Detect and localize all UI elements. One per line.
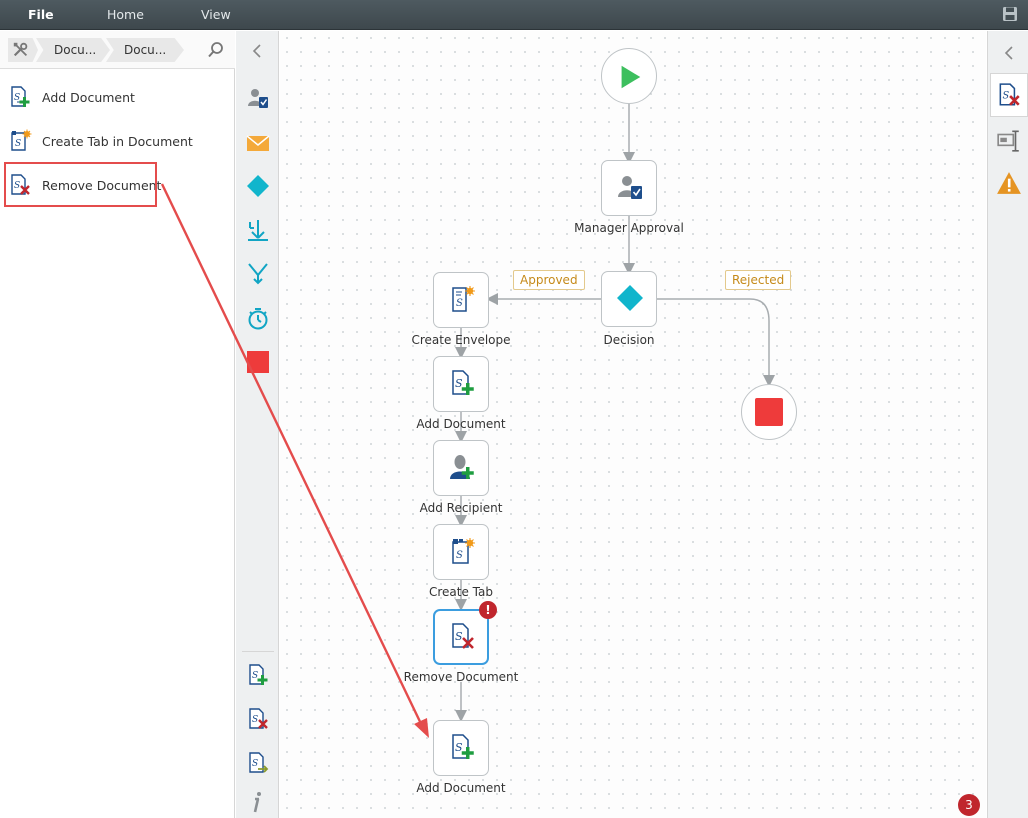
- tools-icon: [13, 42, 28, 57]
- remove-document-icon[interactable]: S: [996, 82, 1022, 108]
- issue-count-badge[interactable]: 3: [958, 794, 980, 816]
- stop-icon[interactable]: [246, 350, 270, 374]
- remove-document-icon[interactable]: S: [246, 707, 270, 731]
- workflow-canvas[interactable]: Manager Approval Decision Approved Rejec…: [280, 31, 986, 818]
- merge-icon[interactable]: [246, 262, 270, 286]
- create-envelope-icon: S: [452, 286, 475, 312]
- add-document-icon: S: [11, 86, 30, 107]
- svg-text:S: S: [456, 550, 463, 561]
- annotation-highlight-box: [4, 162, 157, 207]
- action-label: Create Tab in Document: [42, 133, 193, 149]
- node-label: Create Envelope: [411, 333, 511, 347]
- svg-text:S: S: [14, 181, 20, 191]
- node-label: Manager Approval: [574, 221, 684, 235]
- error-badge[interactable]: !: [479, 601, 497, 619]
- edge-label-approved: Approved: [513, 270, 585, 290]
- edge-label-rejected: Rejected: [725, 270, 792, 290]
- add-document-icon: S: [452, 734, 474, 759]
- svg-text:S: S: [455, 630, 463, 643]
- node-remove-document[interactable]: S: [433, 609, 489, 665]
- start-icon: [621, 65, 641, 89]
- breadcrumb-item-1[interactable]: Docu...: [36, 38, 110, 62]
- node-add-document[interactable]: S: [433, 720, 489, 776]
- svg-text:S: S: [456, 298, 463, 309]
- workflow-connectors: [455, 104, 775, 722]
- approval-user-icon: [618, 176, 642, 199]
- toolbox: S S S: [236, 31, 279, 818]
- breadcrumb-tools[interactable]: [8, 38, 38, 62]
- add-document-icon[interactable]: S: [246, 663, 270, 687]
- split-icon[interactable]: [246, 218, 270, 242]
- node-label: Add Document: [416, 417, 506, 431]
- menu-bar: File Home View: [0, 0, 1028, 30]
- node-create-envelope[interactable]: S: [433, 272, 489, 328]
- action-label: Add Document: [42, 89, 135, 105]
- save-icon[interactable]: [1002, 6, 1018, 22]
- left-panel: Docu... Docu... S Add Document S Create …: [0, 31, 235, 818]
- action-label: Remove Document: [42, 177, 162, 193]
- node-label: Remove Document: [403, 670, 519, 684]
- decision-icon: [617, 285, 643, 311]
- start-node[interactable]: [601, 48, 657, 104]
- breadcrumb-item-2[interactable]: Docu...: [106, 38, 184, 62]
- add-recipient-icon: [450, 455, 474, 479]
- action-remove-document[interactable]: S Remove Document: [8, 169, 208, 201]
- node-label: Decision: [603, 333, 655, 347]
- svg-text:S: S: [252, 671, 258, 681]
- menu-file[interactable]: File: [28, 7, 54, 22]
- warning-icon[interactable]: [996, 170, 1022, 196]
- breadcrumb: Docu... Docu...: [0, 31, 235, 69]
- end-node[interactable]: [741, 384, 797, 440]
- svg-text:S: S: [455, 741, 463, 754]
- menu-view[interactable]: View: [201, 7, 231, 22]
- svg-text:S: S: [15, 139, 21, 149]
- node-decision[interactable]: [601, 271, 657, 327]
- action-create-tab[interactable]: S Create Tab in Document: [8, 125, 208, 157]
- action-add-document[interactable]: S Add Document: [8, 81, 208, 113]
- svg-text:S: S: [455, 377, 463, 390]
- node-manager-approval[interactable]: [601, 160, 657, 216]
- node-add-recipient[interactable]: [433, 440, 489, 496]
- create-tab-icon: S: [452, 538, 475, 564]
- node-create-tab[interactable]: S: [433, 524, 489, 580]
- svg-text:S: S: [1003, 90, 1010, 101]
- menu-home[interactable]: Home: [107, 7, 144, 22]
- right-panel: S: [987, 31, 1028, 818]
- svg-text:S: S: [252, 759, 258, 769]
- approval-user-icon[interactable]: [246, 86, 270, 110]
- node-label: Add Document: [416, 781, 506, 795]
- remove-document-icon: S: [11, 174, 30, 195]
- node-label: Add Recipient: [419, 501, 503, 515]
- node-label: Create Tab: [428, 585, 493, 599]
- search-icon[interactable]: [207, 41, 225, 59]
- text-field-icon[interactable]: [996, 128, 1022, 154]
- svg-text:S: S: [14, 93, 20, 103]
- info-icon[interactable]: [246, 790, 270, 814]
- svg-text:S: S: [252, 715, 258, 725]
- timer-icon[interactable]: [246, 306, 270, 330]
- decision-icon[interactable]: [246, 174, 270, 198]
- move-document-icon[interactable]: S: [246, 751, 270, 775]
- add-document-icon: S: [452, 370, 474, 395]
- email-icon[interactable]: [246, 131, 270, 155]
- node-add-document[interactable]: S: [433, 356, 489, 412]
- stop-icon: [755, 398, 783, 426]
- create-tab-icon: S: [11, 129, 32, 151]
- remove-document-icon: S: [452, 623, 474, 649]
- collapse-left-icon[interactable]: [250, 43, 264, 59]
- collapse-right-icon[interactable]: [1002, 45, 1016, 61]
- toolbox-divider: [242, 651, 274, 652]
